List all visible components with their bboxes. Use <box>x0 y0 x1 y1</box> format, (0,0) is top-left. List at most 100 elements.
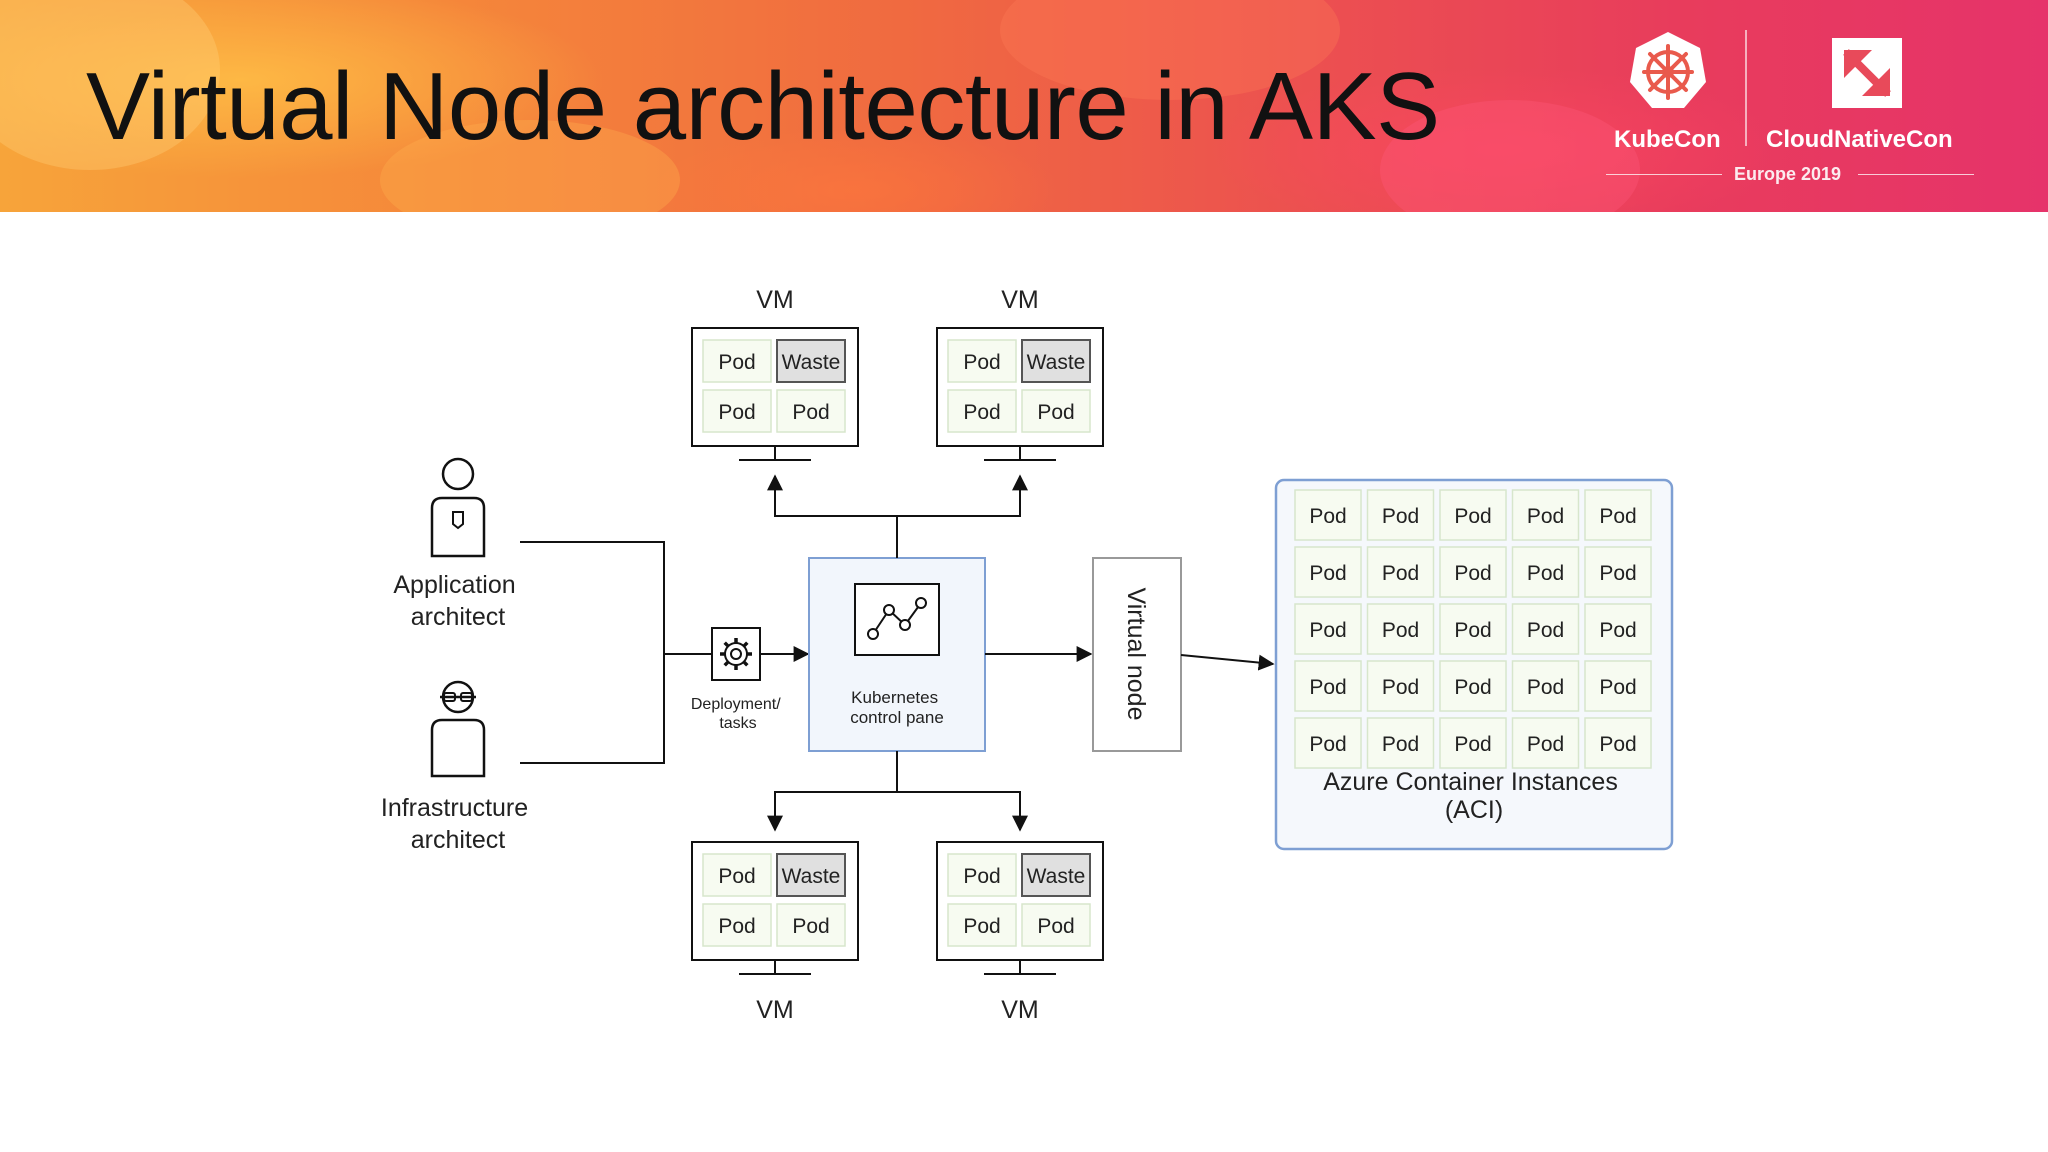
deployment-tasks-box <box>711 627 761 681</box>
aci-pod-label: Pod <box>1454 619 1491 642</box>
aci-pod-label: Pod <box>1527 676 1564 699</box>
logo-divider <box>1745 30 1747 146</box>
waste-label: Waste <box>1027 865 1086 888</box>
pod-label: Pod <box>718 351 755 374</box>
deployment-tasks-label: Deployment/ tasks <box>691 696 785 732</box>
header-banner: Virtual Node architecture in AKS KubeCon… <box>0 0 2048 212</box>
aci-pod-cell <box>1584 603 1652 655</box>
chart-line-icon <box>854 583 940 656</box>
vm-label: VM <box>756 996 794 1024</box>
aci-pod-cell <box>1511 603 1580 655</box>
aci-pod-label: Pod <box>1599 505 1636 528</box>
event-label: Europe 2019 <box>1734 164 1842 184</box>
aci-pod-label: Pod <box>1454 505 1491 528</box>
event-rule-left <box>1606 174 1722 175</box>
aci-pod-cell <box>1294 546 1362 598</box>
aci-pod-cell <box>1511 546 1580 598</box>
pod-label: Pod <box>718 401 755 424</box>
aci-pod-label: Pod <box>1309 676 1346 699</box>
pod-cell <box>776 903 846 947</box>
aci-pod-label: Pod <box>1527 505 1564 528</box>
pod-label: Pod <box>718 915 755 938</box>
arrow-virtual-node-to-aci <box>1180 654 1275 671</box>
aci-pod-cell <box>1366 717 1435 769</box>
aci-pod-cell <box>1294 717 1362 769</box>
banner-splash <box>380 120 680 212</box>
kubecon-logo-icon <box>1630 32 1706 108</box>
aci-pod-cell <box>1439 660 1507 712</box>
aci-pod-label: Pod <box>1599 562 1636 585</box>
aci-pod-cell <box>1511 660 1580 712</box>
gear-icon <box>720 638 752 670</box>
aci-pod-cell <box>1366 546 1435 598</box>
pod-label: Pod <box>792 401 829 424</box>
aci-pod-label: Pod <box>1527 733 1564 756</box>
aci-pod-cell <box>1366 489 1435 541</box>
banner-splash <box>1380 100 1640 212</box>
kubecon-wordmark: KubeCon <box>1614 126 1721 153</box>
vm-label: VM <box>756 286 794 314</box>
cloudnativecon-logo-icon <box>1832 38 1902 108</box>
virtual-node <box>1092 557 1182 752</box>
waste-label: Waste <box>782 865 841 888</box>
pod-cell <box>947 389 1017 433</box>
aci-pod-cell <box>1294 660 1362 712</box>
aci-pod-cell <box>1294 603 1362 655</box>
aci-pod-cell <box>1366 603 1435 655</box>
connector-control-to-top-vms <box>767 474 1028 558</box>
pod-label: Pod <box>718 865 755 888</box>
aci-pod-label: Pod <box>1527 562 1564 585</box>
waste-label: Waste <box>1027 351 1086 374</box>
infrastructure-architect-label: Infrastructure architect <box>381 794 535 854</box>
aci-pod-label: Pod <box>1309 733 1346 756</box>
pod-cell <box>776 389 846 433</box>
waste-label: Waste <box>782 351 841 374</box>
aci-pod-cell <box>1439 603 1507 655</box>
aci-pod-cell <box>1294 489 1362 541</box>
event-rule-right <box>1858 174 1974 175</box>
connector-people-bracket <box>520 541 665 764</box>
connector-control-to-bottom-vms <box>767 751 1028 832</box>
application-architect-icon <box>430 457 486 558</box>
aci-pod-cell <box>1511 489 1580 541</box>
pod-cell <box>947 853 1017 897</box>
aci-pod-label: Pod <box>1599 619 1636 642</box>
pod-label: Pod <box>1037 401 1074 424</box>
infrastructure-architect-icon <box>430 680 486 778</box>
aci-pod-label: Pod <box>1527 619 1564 642</box>
pod-cell <box>1021 903 1091 947</box>
aci-pod-label: Pod <box>1599 733 1636 756</box>
waste-cell <box>1021 339 1091 383</box>
pod-cell <box>702 853 772 897</box>
aci-pod-cell <box>1439 717 1507 769</box>
pod-label: Pod <box>963 865 1000 888</box>
aci-pod-label: Pod <box>1454 562 1491 585</box>
aci-pod-cell <box>1584 489 1652 541</box>
aci-pod-label: Pod <box>1309 562 1346 585</box>
pod-cell <box>702 339 772 383</box>
pod-cell <box>947 903 1017 947</box>
pod-cell <box>1021 389 1091 433</box>
waste-cell <box>776 853 846 897</box>
aci-pod-label: Pod <box>1599 676 1636 699</box>
aci-pod-label: Pod <box>1382 733 1419 756</box>
aci-pod-label: Pod <box>1382 619 1419 642</box>
aci-pod-cell <box>1439 489 1507 541</box>
pod-cell <box>702 389 772 433</box>
aci-pod-label: Pod <box>1309 619 1346 642</box>
aci-pod-cell <box>1584 546 1652 598</box>
slide-title: Virtual Node architecture in AKS <box>86 53 1440 160</box>
aci-label: Azure Container Instances (ACI) <box>1323 768 1625 824</box>
pod-label: Pod <box>963 351 1000 374</box>
cloudnativecon-wordmark: CloudNativeCon <box>1766 126 1953 153</box>
vm-label: VM <box>1001 996 1039 1024</box>
pod-cell <box>947 339 1017 383</box>
aci-pod-cell <box>1511 717 1580 769</box>
pod-label: Pod <box>1037 915 1074 938</box>
